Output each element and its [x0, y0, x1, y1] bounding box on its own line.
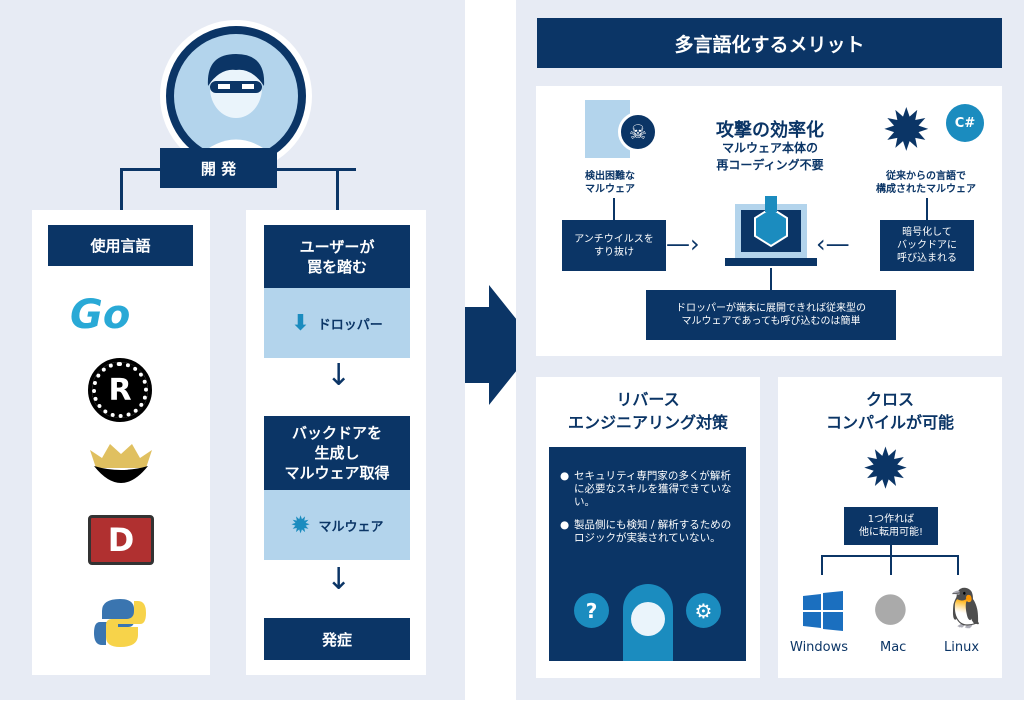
- platform-linux: Linux: [944, 640, 980, 655]
- dropper-label: ドロッパー: [317, 317, 383, 333]
- languages-column: [32, 210, 210, 675]
- platform-windows: Windows: [790, 640, 849, 655]
- connector: [613, 198, 615, 220]
- python-logo: [94, 597, 146, 649]
- reverse-engineering-title: リバース エンジニアリング対策: [567, 390, 728, 432]
- skull-icon: ☠: [618, 112, 658, 152]
- bullet-item: ●製品側にも検知 / 解析するためのロジックが実装されていない。: [560, 519, 732, 544]
- laptop-icon: [725, 196, 817, 266]
- step-backdoor: バックドアを 生成し マルウェア取得: [264, 416, 410, 490]
- apple-icon: ●: [873, 584, 908, 630]
- go-logo: Go: [70, 292, 131, 338]
- encrypted-backdoor-box: 暗号化して バックドアに 呼び込まれる: [880, 220, 974, 271]
- connector: [957, 555, 959, 575]
- step-user-trap: ユーザーが 罠を踏む: [264, 225, 410, 288]
- virus-icon: ✹: [290, 511, 311, 539]
- connector: [120, 168, 123, 210]
- question-bubble-icon: ?: [574, 593, 609, 628]
- virus-icon: ✹: [882, 96, 931, 164]
- arrow-down-icon: ↓: [326, 562, 352, 597]
- merits-title: 多言語化するメリット: [537, 18, 1002, 68]
- virus-icon: ✹: [862, 437, 909, 502]
- developer-avatar: [160, 20, 312, 172]
- linux-penguin-icon: 🐧: [942, 586, 990, 630]
- legacy-language-caption: 従来からの言語で 構成されたマルウェア: [876, 171, 976, 195]
- dropper-icon: ⬇: [291, 310, 310, 336]
- gears-bubble-icon: ⚙: [686, 593, 721, 628]
- malware-label: マルウェア: [318, 519, 384, 535]
- connector: [336, 168, 339, 210]
- dropper-box: ⬇ ドロッパー: [264, 288, 410, 358]
- connector: [770, 268, 772, 290]
- dev-label: 開 発: [160, 148, 277, 188]
- rust-logo: R: [88, 358, 152, 422]
- arrow-down-icon: ↓: [326, 358, 352, 393]
- arrow-right-icon: —›: [666, 230, 700, 258]
- confused-person-icon: [623, 584, 673, 661]
- languages-title: 使用言語: [48, 225, 193, 266]
- big-arrow-icon: [465, 285, 537, 405]
- connector: [926, 198, 928, 220]
- nim-logo: [88, 440, 154, 490]
- hacker-icon: [174, 34, 298, 158]
- dropper-explanation-box: ドロッパーが端末に展開できれば従来型の マルウェアであっても呼び込むのは簡単: [646, 290, 896, 340]
- arrow-left-icon: ‹—: [816, 230, 850, 258]
- bullet-item: ●セキュリティ専門家の多くが解析に必要なスキルを獲得できていない。: [560, 470, 732, 508]
- efficiency-title: 攻撃の効率化: [716, 120, 824, 141]
- connector: [890, 545, 892, 575]
- d-logo: D: [88, 515, 154, 565]
- reverse-bullets: ●セキュリティ専門家の多くが解析に必要なスキルを獲得できていない。 ●製品側にも…: [560, 470, 738, 545]
- efficiency-subtitle: マルウェア本体の 再コーディング不要: [716, 141, 824, 172]
- windows-icon: [803, 591, 843, 631]
- connector: [821, 555, 959, 557]
- csharp-badge: C#: [946, 104, 984, 142]
- hard-to-detect-caption: 検出困難な マルウェア: [585, 171, 635, 195]
- reuse-box: 1つ作れば 他に転用可能!: [844, 507, 938, 545]
- bypass-antivirus-box: アンチウイルスを すり抜け: [562, 220, 666, 271]
- malware-box: ✹ マルウェア: [264, 490, 410, 560]
- cross-compile-title: クロス コンパイルが可能: [825, 390, 954, 432]
- connector: [821, 555, 823, 575]
- platform-mac: Mac: [880, 640, 907, 655]
- step-onset: 発症: [264, 618, 410, 660]
